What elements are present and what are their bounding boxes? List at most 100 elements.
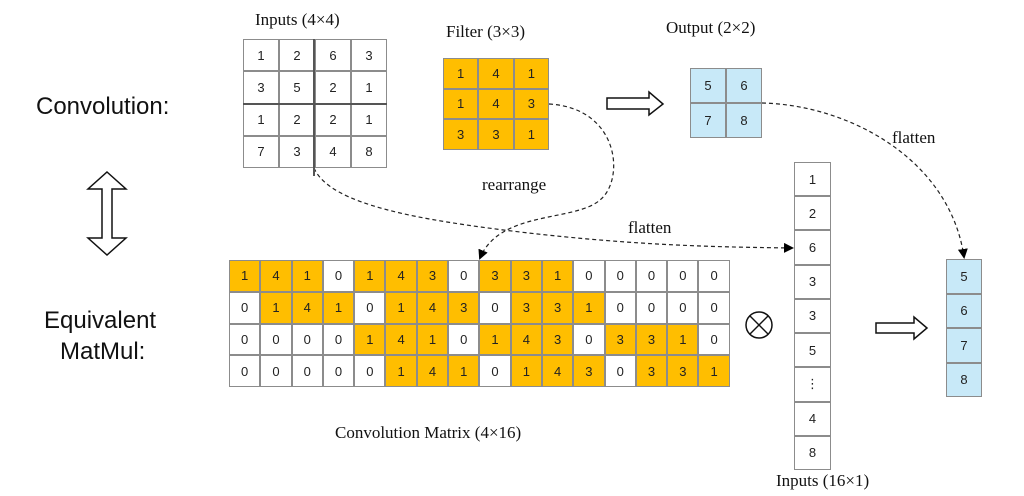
- input-cell: 3: [279, 135, 315, 168]
- conv-matrix-title: Convolution Matrix (4×16): [335, 423, 522, 442]
- input-vector-title: Inputs (16×1): [776, 471, 870, 490]
- conv-matrix-cell: 3: [573, 355, 605, 387]
- filter-cell: 3: [478, 119, 514, 150]
- equivalent-label: Equivalent: [44, 307, 157, 334]
- input-vector-cell: 2: [794, 196, 831, 231]
- conv-matrix-cell: 4: [416, 291, 449, 324]
- output-vector-cell: 6: [946, 293, 982, 328]
- conv-matrix-cell: 0: [604, 291, 636, 324]
- output-cell: 7: [690, 103, 726, 138]
- input-cell: 8: [351, 135, 387, 168]
- conv-matrix-cell: 4: [541, 355, 574, 387]
- filter-cell: 1: [513, 119, 549, 150]
- conv-matrix-cell: 0: [479, 291, 511, 324]
- rearrange-connector: [478, 103, 615, 260]
- filter-cell: 3: [513, 88, 549, 120]
- conv-matrix-cell: 1: [354, 260, 386, 292]
- conv-matrix-cell: 0: [667, 291, 699, 324]
- filter-cell: 4: [478, 88, 514, 120]
- input-vector-cell: 1: [794, 162, 831, 197]
- conv-matrix-cell: 0: [322, 355, 355, 387]
- filter-cell: 1: [443, 88, 479, 120]
- conv-matrix-cell: 1: [260, 291, 292, 324]
- conv-matrix-cell: 4: [291, 291, 323, 324]
- output-vector-cell: 5: [946, 259, 982, 294]
- flatten-inputs-connector: [313, 167, 794, 253]
- conv-matrix-cell: 0: [698, 323, 730, 356]
- input-cell: 2: [315, 103, 351, 136]
- conv-matrix-cell: 1: [698, 355, 730, 387]
- conv-matrix-cell: 4: [260, 260, 292, 292]
- conv-matrix-cell: 1: [510, 355, 542, 387]
- conv-matrix-cell: 3: [510, 291, 542, 324]
- input-cell: 4: [315, 135, 351, 168]
- flatten-inputs-label: flatten: [628, 218, 672, 237]
- output-title: Output (2×2): [666, 18, 756, 37]
- conv-matrix-cell: 1: [416, 323, 449, 356]
- filter-cell: 3: [443, 119, 479, 150]
- flatten-output-connector: [761, 102, 968, 259]
- equivalence-arrow-icon: [86, 170, 128, 257]
- filter-cell: 1: [443, 58, 479, 89]
- output-vector-cell: 7: [946, 328, 982, 363]
- conv-matrix-cell: 4: [385, 323, 417, 356]
- conv-matrix-cell: 0: [448, 323, 480, 356]
- conv-matrix-cell: 0: [635, 291, 668, 324]
- output-cell: 5: [690, 68, 726, 103]
- right-arrow-icon: [875, 315, 929, 341]
- conv-matrix-cell: 0: [635, 260, 668, 292]
- conv-matrix-cell: 0: [354, 291, 386, 324]
- input-cell: 1: [351, 103, 387, 136]
- conv-matrix-cell: 1: [385, 355, 417, 387]
- conv-matrix-cell: 1: [291, 260, 323, 292]
- conv-matrix-cell: 3: [510, 260, 542, 292]
- conv-matrix-cell: 0: [698, 260, 730, 292]
- output-cell: 8: [726, 103, 762, 138]
- input-vector-cell: 3: [794, 298, 831, 334]
- conv-matrix-cell: 4: [416, 355, 449, 387]
- conv-matrix-cell: 0: [479, 355, 511, 387]
- output-cell: 6: [726, 68, 762, 103]
- conv-matrix-cell: 0: [667, 260, 699, 292]
- conv-matrix-cell: 0: [260, 355, 292, 387]
- conv-matrix-cell: 1: [354, 323, 386, 356]
- conv-matrix-cell: 1: [229, 260, 261, 292]
- conv-matrix-cell: 3: [416, 260, 449, 292]
- flatten-output-label: flatten: [892, 128, 936, 147]
- conv-matrix-cell: 0: [260, 323, 292, 356]
- inputs-patch-divider-h: [243, 103, 387, 105]
- input-cell: 2: [279, 103, 315, 136]
- conv-matrix-cell: 0: [229, 291, 261, 324]
- output-vector-cell: 8: [946, 362, 982, 397]
- input-cell: 1: [243, 103, 279, 136]
- filter-cell: 1: [513, 58, 549, 89]
- convolution-label: Convolution:: [36, 93, 170, 120]
- conv-matrix-cell: 0: [698, 291, 730, 324]
- inputs-patch-divider-v: [313, 39, 315, 176]
- input-cell: 1: [243, 39, 279, 72]
- conv-matrix-cell: 0: [573, 260, 605, 292]
- input-cell: 5: [279, 71, 315, 104]
- conv-matrix-cell: 0: [229, 355, 261, 387]
- conv-matrix-cell: 3: [635, 355, 668, 387]
- conv-matrix-cell: 0: [322, 260, 355, 292]
- input-vector-cell: ⋮: [794, 367, 831, 402]
- conv-matrix-cell: 1: [541, 260, 574, 292]
- conv-matrix-cell: 0: [604, 355, 636, 387]
- input-cell: 2: [315, 71, 351, 104]
- conv-matrix-cell: 0: [604, 260, 636, 292]
- conv-matrix-cell: 1: [448, 355, 480, 387]
- conv-matrix-cell: 4: [385, 260, 417, 292]
- right-arrow-icon: [606, 90, 665, 117]
- input-vector-cell: 8: [794, 435, 831, 470]
- conv-matrix-cell: 1: [667, 323, 699, 356]
- conv-matrix-cell: 0: [291, 323, 323, 356]
- conv-matrix-cell: 3: [541, 323, 574, 356]
